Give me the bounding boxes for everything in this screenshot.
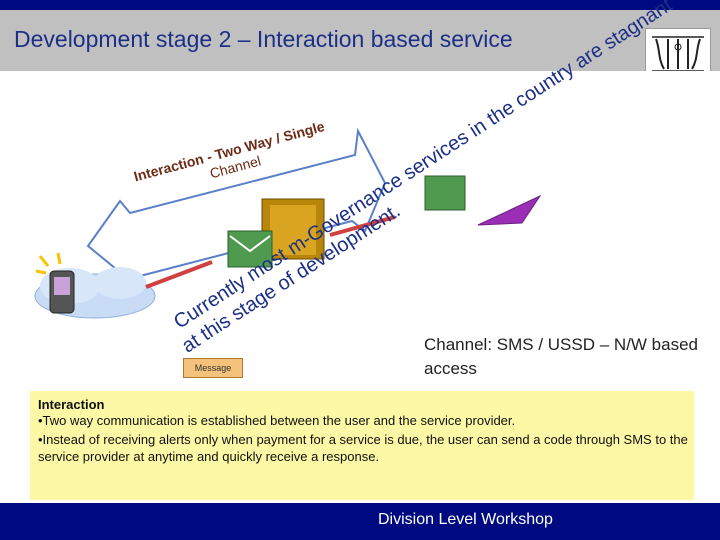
slide-canvas: Interaction - Two Way / Single Channel M… bbox=[0, 0, 720, 503]
header: Development stage 2 – Interaction based … bbox=[0, 10, 720, 78]
institution-logo-icon bbox=[645, 28, 711, 78]
interaction-bullet-2: •Instead of receiving alerts only when p… bbox=[38, 432, 688, 464]
message-label: Message bbox=[183, 358, 243, 378]
red-arrow-icon bbox=[145, 260, 213, 289]
page-title: Development stage 2 – Interaction based … bbox=[14, 26, 513, 52]
mobile-phone-icon bbox=[35, 252, 75, 314]
purple-plane-icon bbox=[477, 194, 542, 226]
footer-bar: Division Level Workshop bbox=[0, 503, 720, 540]
interaction-bullet-1: •Two way communication is established be… bbox=[38, 413, 516, 428]
interaction-heading: Interaction bbox=[38, 397, 105, 412]
top-bar bbox=[0, 0, 720, 10]
interaction-box: Interaction •Two way communication is es… bbox=[30, 391, 694, 500]
red-arrow-icon bbox=[329, 215, 396, 237]
envelope-icon bbox=[424, 175, 466, 211]
diagram-graphics bbox=[34, 127, 542, 319]
envelope-icon bbox=[227, 230, 273, 268]
footer-text: Division Level Workshop bbox=[378, 511, 553, 528]
channel-text: Channel: SMS / USSD – N/W based access bbox=[424, 335, 699, 378]
